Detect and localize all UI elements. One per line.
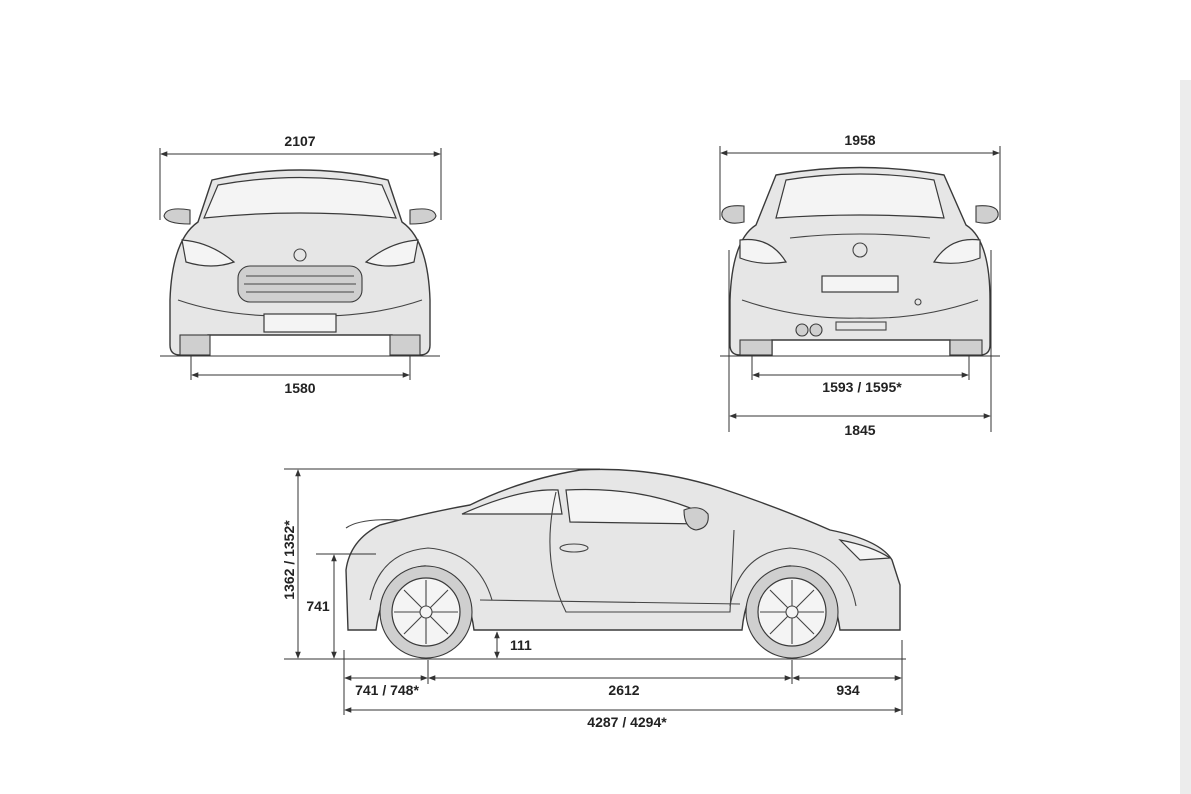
rear-left-taillight — [739, 238, 787, 264]
side-view: 1362 / 1352* 741 111 741 / 748* 2612 934… — [281, 468, 906, 730]
rear-left-mirror — [721, 205, 745, 224]
rear-right-mirror — [975, 205, 999, 224]
rear-view: 1958 1593 / 1595* 1845 — [719, 132, 1001, 438]
front-left-headlight — [181, 239, 236, 267]
rear-window — [775, 173, 945, 219]
wheelbase-label: 2612 — [608, 682, 639, 698]
rear-badge-icon — [852, 242, 868, 258]
door-handle — [559, 543, 589, 553]
front-overall-width-label: 2107 — [284, 133, 315, 149]
rear-right-taillight — [933, 238, 981, 264]
front-track-label: 1580 — [284, 380, 315, 396]
rear-body-width-label: 1845 — [844, 422, 875, 438]
exhaust-left-icon — [795, 323, 809, 337]
front-right-tyre — [389, 334, 421, 356]
scrollbar[interactable] — [1180, 80, 1191, 794]
front-license-plate — [263, 313, 337, 333]
side-door — [549, 491, 735, 613]
front-view: 2107 1580 — [159, 133, 442, 396]
front-left-tyre — [179, 334, 211, 356]
side-height-label: 1362 / 1352* — [281, 520, 297, 600]
rear-track-label: 1593 / 1595* — [822, 379, 902, 395]
rear-left-tyre — [739, 339, 773, 356]
rear-overall-width-label: 1958 — [844, 132, 875, 148]
front-windshield — [203, 176, 397, 219]
rear-license-plate — [821, 275, 899, 293]
exhaust-right-icon — [809, 323, 823, 337]
rear-wheel — [379, 565, 473, 659]
front-wheel — [745, 565, 839, 659]
rear-right-tyre — [949, 339, 983, 356]
front-body-outline — [169, 169, 431, 356]
front-right-headlight — [364, 239, 419, 267]
side-mirror — [683, 507, 709, 531]
front-overhang-label: 934 — [836, 682, 860, 698]
right-mirror — [409, 208, 437, 225]
ground-clearance-label: 111 — [510, 637, 532, 653]
side-rear-height-label: 741 — [306, 598, 330, 614]
side-headlight — [838, 539, 892, 561]
rear-overhang-label: 741 / 748* — [355, 682, 419, 698]
overall-length-label: 4287 / 4294* — [587, 714, 667, 730]
front-badge-icon — [293, 248, 307, 262]
left-mirror — [163, 208, 191, 225]
side-rear-window — [461, 489, 563, 515]
